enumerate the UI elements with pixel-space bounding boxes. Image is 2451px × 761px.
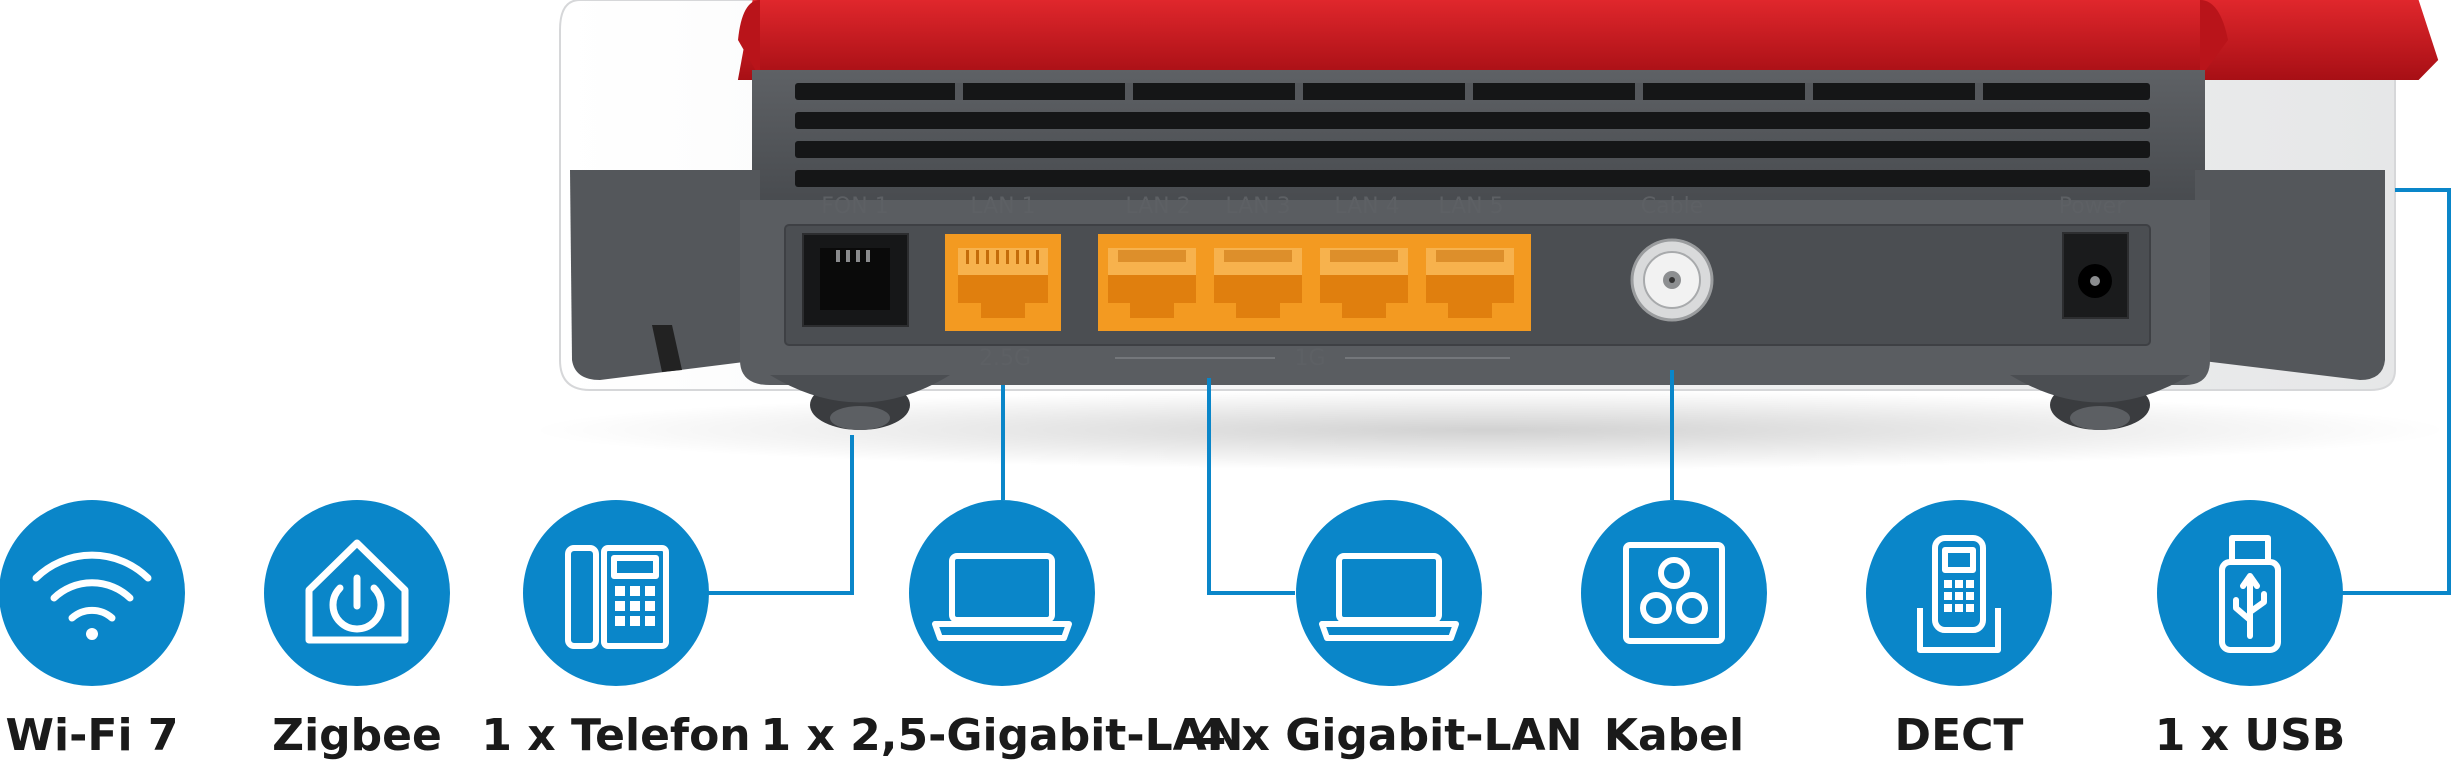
coax-socket-icon	[1623, 542, 1725, 644]
feature-label-gigabit-lan: 4 x Gigabit-LAN	[1195, 710, 1583, 761]
port-label-lan2: LAN 2	[1125, 194, 1190, 219]
telephone-icon	[565, 545, 669, 649]
port-label-fon: FON 1	[821, 194, 888, 219]
speed-label-1g: 1G	[1294, 346, 1325, 371]
port-label-lan3: LAN 3	[1225, 194, 1290, 219]
port-label-lan5: LAN 5	[1438, 194, 1503, 219]
usb-stick-icon	[2219, 535, 2281, 653]
feature-label-kabel: Kabel	[1603, 710, 1745, 761]
cordless-phone-icon	[1917, 535, 2001, 653]
router-back-panel: FON 1 LAN 1 LAN 2 LAN 3 LAN 4 LAN 5 Cabl…	[530, 0, 2450, 470]
fon-port	[802, 233, 909, 327]
laptop-icon	[932, 553, 1072, 641]
wifi-icon	[32, 551, 152, 640]
port-label-power: Power	[2059, 194, 2126, 219]
feature-label-usb: 1 x USB	[2154, 710, 2346, 761]
connector-lines	[660, 188, 2451, 595]
smart-home-power-icon	[305, 539, 409, 644]
cable-port	[1630, 238, 1714, 322]
speed-label-2-5g: 2.5G	[979, 346, 1031, 371]
port-label-cable: Cable	[1641, 194, 1703, 219]
feature-label-2-5g-lan: 1 x 2,5-Gigabit-LAN	[760, 710, 1244, 761]
lan-ports-1g	[1098, 234, 1531, 331]
port-label-lan4: LAN 4	[1334, 194, 1399, 219]
lan-port-1	[945, 234, 1061, 331]
feature-circles	[0, 500, 2343, 686]
laptop-icon	[1319, 553, 1459, 641]
power-port	[2062, 232, 2129, 319]
feature-label-zigbee: Zigbee	[272, 710, 442, 761]
feature-label-wifi: Wi-Fi 7	[5, 710, 179, 761]
feature-label-telefon: 1 x Telefon	[481, 710, 751, 761]
feature-label-dect: DECT	[1894, 710, 2024, 761]
port-label-lan1: LAN 1	[970, 194, 1035, 219]
